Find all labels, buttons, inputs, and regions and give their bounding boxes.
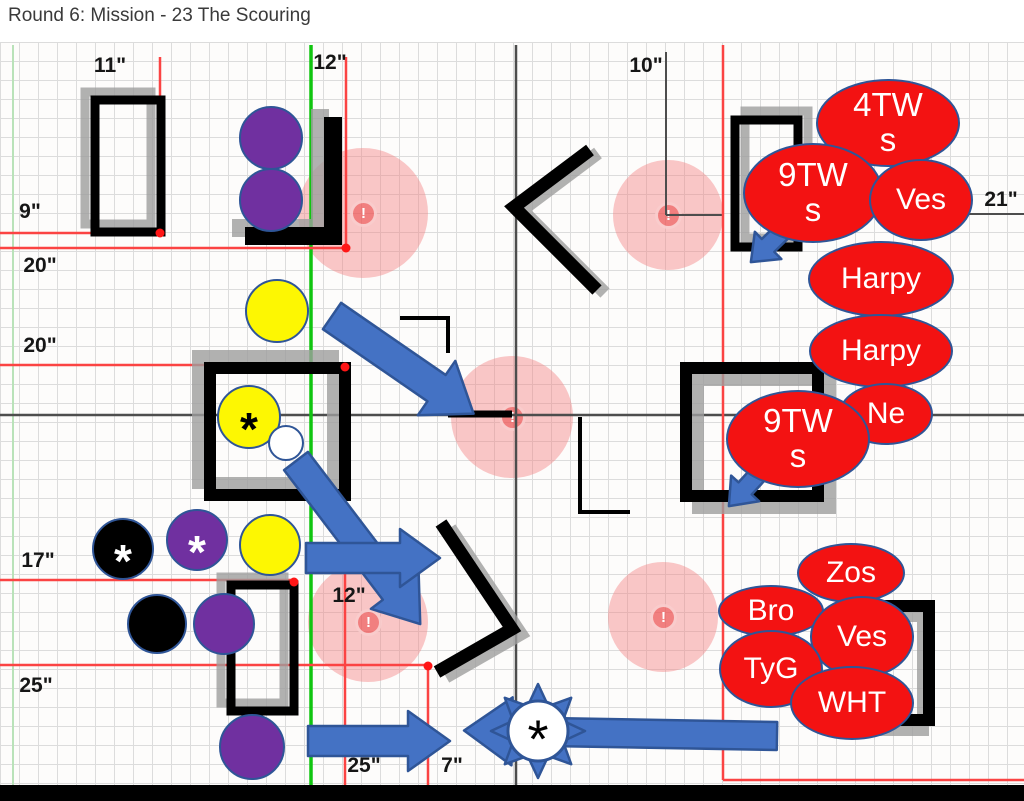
- unit-token-purple[interactable]: *: [166, 509, 228, 575]
- starburst-symbol: *: [527, 709, 549, 770]
- measurement-label: 17": [21, 549, 55, 572]
- enemy-unit-label: Bro: [747, 594, 795, 628]
- enemy-unit-label: Zos: [825, 556, 876, 590]
- starburst-center: [506, 699, 570, 763]
- terrain-thin-bracket: [400, 316, 450, 353]
- measure-dot: [340, 362, 350, 372]
- enemy-unit[interactable]: 9TWs: [743, 143, 883, 243]
- objective-marker-glyph: !: [366, 614, 371, 631]
- terrain-thin-bracket: [578, 417, 630, 514]
- objective-marker-glyph: !: [510, 409, 515, 426]
- objective-marker-icon: !: [650, 604, 677, 631]
- measurement-label: 12": [332, 584, 366, 607]
- measurement-label: 20": [23, 334, 57, 357]
- movement-arrow[interactable]: [306, 709, 452, 773]
- measure-dot: [155, 228, 165, 238]
- measurement-label: 9": [19, 200, 41, 223]
- enemy-unit-label: TyG: [743, 652, 799, 686]
- enemy-unit[interactable]: Ves: [869, 159, 973, 241]
- movement-arrows: [282, 220, 794, 773]
- unit-token-white[interactable]: [268, 425, 304, 461]
- measurement-label: 7": [441, 754, 463, 777]
- unit-token-purple[interactable]: [219, 714, 285, 780]
- enemy-unit-label: Ves: [895, 183, 947, 217]
- enemy-unit-label: 9TWs: [763, 402, 833, 474]
- movement-arrow[interactable]: [313, 289, 492, 441]
- unit-token-yellow[interactable]: [245, 279, 309, 343]
- measurement-label: 10": [629, 54, 663, 77]
- enemy-unit-label: Harpy: [840, 262, 922, 296]
- enemy-unit-label: 9TWs: [778, 156, 848, 228]
- terrain-chevron-left: [504, 144, 610, 298]
- page-title: Round 6: Mission - 23 The Scouring: [8, 5, 311, 26]
- movement-arrow[interactable]: [304, 527, 442, 589]
- enemy-unit[interactable]: WHT: [790, 666, 914, 740]
- measure-dot: [341, 243, 351, 253]
- measure-dot: [289, 577, 299, 587]
- rally-starburst[interactable]: [489, 682, 587, 780]
- enemy-unit[interactable]: Harpy: [808, 241, 954, 317]
- measurement-label: 11": [93, 54, 127, 77]
- measure-dot: [423, 661, 433, 671]
- enemy-unit-label: 4TWs: [853, 86, 923, 158]
- terrain-square-ruin: [192, 350, 351, 501]
- enemy-unit-label: Ves: [836, 620, 888, 654]
- enemy-unit-label: Ne: [866, 397, 906, 431]
- taskbar-strip: [0, 785, 1024, 801]
- enemy-unit-label: Harpy: [840, 334, 922, 368]
- objective-marker-icon: !: [350, 200, 377, 227]
- measurement-label: 12": [313, 51, 347, 74]
- unit-token-purple[interactable]: [193, 593, 255, 655]
- unit-token-black[interactable]: *: [92, 518, 154, 584]
- terrain-chevron-right: [433, 519, 531, 683]
- measurement-label: 25": [347, 754, 381, 777]
- measurement-label: 25": [19, 674, 53, 697]
- enemy-unit[interactable]: Ves: [810, 596, 914, 678]
- measurement-dots: [155, 228, 433, 671]
- unit-token-black[interactable]: [127, 594, 187, 654]
- objective-marker-glyph: !: [661, 609, 666, 626]
- measurement-label: 21": [984, 188, 1018, 211]
- measurement-label: 20": [23, 254, 57, 277]
- objective-marker-icon: !: [355, 609, 382, 636]
- enemy-unit[interactable]: Zos: [797, 543, 905, 603]
- enemy-unit-label: WHT: [817, 686, 887, 720]
- unit-token-purple[interactable]: [239, 168, 303, 232]
- unit-token-yellow[interactable]: [239, 514, 301, 576]
- terrain-rect-ruin: [80, 87, 166, 237]
- enemy-unit[interactable]: 9TWs: [726, 390, 870, 488]
- objective-marker-glyph: !: [361, 205, 366, 222]
